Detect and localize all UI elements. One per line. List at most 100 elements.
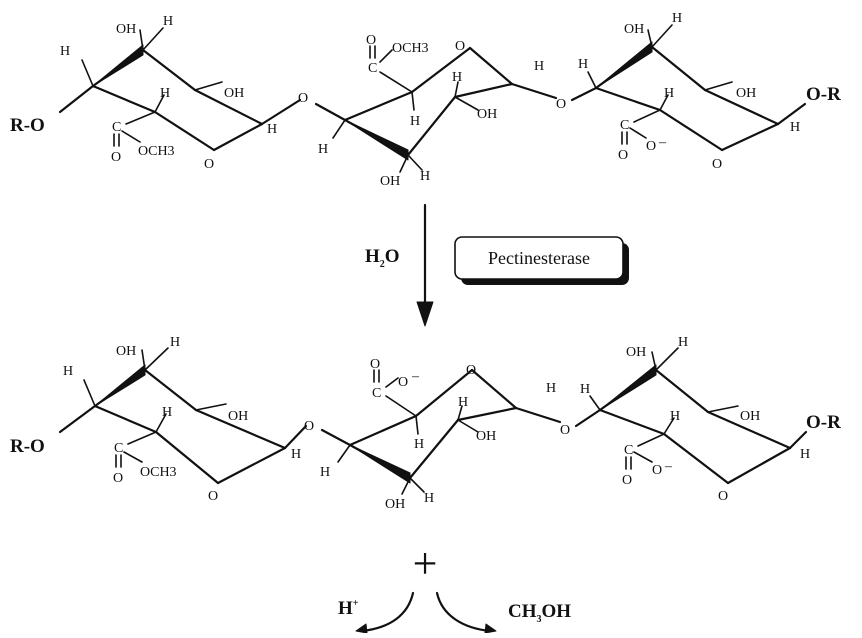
ring-2-anomeric-h: H	[534, 59, 544, 74]
product-ring-2-wedge-bond	[349, 444, 411, 484]
product-glycosidic-oxygen-1: O	[304, 419, 314, 434]
ring-3-h-inner: H	[664, 86, 674, 101]
product-ring-2-carboxyl-carbon: C	[372, 386, 381, 401]
product-ring-2-carboxylate-oxygen: O	[398, 375, 408, 390]
ring-2-h-bottom: H	[420, 169, 430, 184]
reaction-step: H2O Pectinesterase	[365, 203, 629, 327]
product-glycosidic-oxygen-2: O	[560, 423, 570, 438]
ring-3-carboxylate: H OH H OH H O H C O O –	[578, 11, 800, 172]
ring-3-ring-oxygen: O	[712, 157, 722, 172]
product-ring-1-ester-carbon: C	[114, 441, 123, 456]
ring-3-oh-top: OH	[624, 22, 644, 37]
right-end-label: O-R	[806, 84, 841, 105]
product-ring-3-wedge-bond	[599, 364, 657, 411]
glycosidic-bond-2	[510, 82, 558, 100]
product-ring-1-h-top: H	[170, 335, 180, 350]
ring-1-h-label: H	[60, 44, 70, 59]
glycosidic-oxygen-1: O	[298, 91, 308, 106]
ring-1-wedge-bond	[92, 44, 144, 87]
product-ring-1-carbonyl-oxygen: O	[113, 471, 123, 486]
product-ring-3-oh-right: OH	[740, 409, 760, 424]
product-ring-1-methoxy: OCH3	[140, 465, 177, 480]
plus-sign: +	[413, 539, 438, 588]
ring-3-negative-charge: –	[658, 135, 667, 150]
product-ring-3-carbonyl-oxygen: O	[622, 473, 632, 488]
product-glycosidic-bond-1	[283, 424, 308, 450]
ring-2-carbonyl-oxygen: O	[366, 33, 376, 48]
ring-2-ring-oxygen: O	[455, 39, 465, 54]
product-right-end-label: O-R	[806, 412, 841, 433]
water-label: H2O	[365, 246, 400, 270]
ring-2-wedge-bond	[344, 119, 409, 161]
ring-1-methoxy: OCH3	[138, 144, 175, 159]
ring-3-oh-right: OH	[736, 86, 756, 101]
ring-3-h-top: H	[672, 11, 682, 26]
product-bond-right-end	[788, 430, 808, 450]
ring-2-oh-bottom: OH	[380, 174, 400, 189]
product-glycosidic-bond-2b	[574, 408, 602, 428]
ring-1-methyl-ester: H OH H OH H O H C O OCH3	[60, 14, 277, 172]
product-ring-3-negative-charge: –	[664, 459, 673, 474]
bond-right-end	[776, 102, 807, 126]
product-ring-3-ring-oxygen: O	[718, 489, 728, 504]
ring-3-anomeric-h: H	[790, 120, 800, 135]
product-ring-2-h-inner: H	[458, 395, 468, 410]
product-ring-1-oh-top: OH	[116, 344, 136, 359]
product-ring-1-oh-right: OH	[228, 409, 248, 424]
product-ring-2-h-left: H	[320, 465, 330, 480]
product-ring-3-h-top: H	[678, 335, 688, 350]
product-left-end-label: R-O	[10, 436, 45, 457]
proton-release-arrow	[360, 591, 415, 633]
product-ring-2-carboxylate: O H OH H OH H H H C O O –	[320, 357, 556, 512]
ring-1-h-inner: H	[160, 86, 170, 101]
ring-2-ester-carbon: C	[368, 61, 377, 76]
methanol-arrow-head	[484, 623, 497, 634]
product-ring-1-h-label: H	[63, 364, 73, 379]
reaction-arrow-head	[416, 301, 434, 327]
ring-2-methyl-ester: O H OH H OH H H H C O OCH3	[318, 33, 544, 189]
substrate-chain: R-O H OH H OH H O H C	[10, 11, 841, 189]
product-ring-3-h-left: H	[580, 382, 590, 397]
ring-2-methoxy: OCH3	[392, 41, 429, 56]
product-ring-1-wedge-bond	[94, 364, 146, 407]
left-end-label: R-O	[10, 115, 45, 136]
methanol-label: CH3OH	[508, 601, 571, 625]
ring-3-carbonyl-oxygen: O	[618, 148, 628, 163]
ring-3-carboxyl-carbon: C	[620, 118, 629, 133]
methanol-release-arrow	[435, 591, 492, 633]
product-ring-3-carboxylate: H OH H OH H O H C O O –	[580, 335, 810, 504]
product-ring-1-methyl-ester: H OH H OH H O H C O OCH3	[63, 335, 301, 504]
product-ring-2-carbonyl-oxygen: O	[370, 357, 380, 372]
product-ring-1-ring-oxygen: O	[208, 489, 218, 504]
proton-label: H+	[338, 598, 359, 619]
product-glycosidic-bond-2	[514, 406, 562, 424]
product-ring-2-ring-oxygen: O	[466, 363, 476, 378]
ring-1-oh-right: OH	[224, 86, 244, 101]
ring-1-h-top: H	[163, 14, 173, 29]
glycosidic-bond-1	[260, 98, 302, 126]
glycosidic-bond-2b	[570, 86, 598, 102]
product-ring-2-negative-charge: –	[411, 369, 420, 384]
product-ring-3-h-inner: H	[670, 409, 680, 424]
ring-2-h-left: H	[318, 142, 328, 157]
ring-1-carbonyl-oxygen: O	[111, 150, 121, 165]
byproducts: + H+ CH3OH	[338, 539, 571, 634]
product-chain: R-O H OH H OH H O H C O	[10, 335, 841, 512]
product-ring-3-anomeric-h: H	[800, 447, 810, 462]
ring-1-anomeric-h: H	[267, 122, 277, 137]
product-ring-2-anomeric-h: H	[546, 381, 556, 396]
ring-1-ring-oxygen: O	[204, 157, 214, 172]
ring-1-ester-carbon: C	[112, 120, 121, 135]
bond-left-end	[58, 84, 95, 114]
product-ring-2-oh-right: OH	[476, 429, 496, 444]
glycosidic-bond-1b	[314, 102, 347, 122]
product-bond-left-end	[58, 404, 97, 434]
glycosidic-oxygen-2: O	[556, 97, 566, 112]
product-ring-3-carboxylate-oxygen: O	[652, 463, 662, 478]
product-glycosidic-bond-1b	[320, 428, 352, 447]
ring-2-oh-right: OH	[477, 107, 497, 122]
ring-1-oh-top: OH	[116, 22, 136, 37]
ring-3-wedge-bond	[595, 41, 653, 89]
